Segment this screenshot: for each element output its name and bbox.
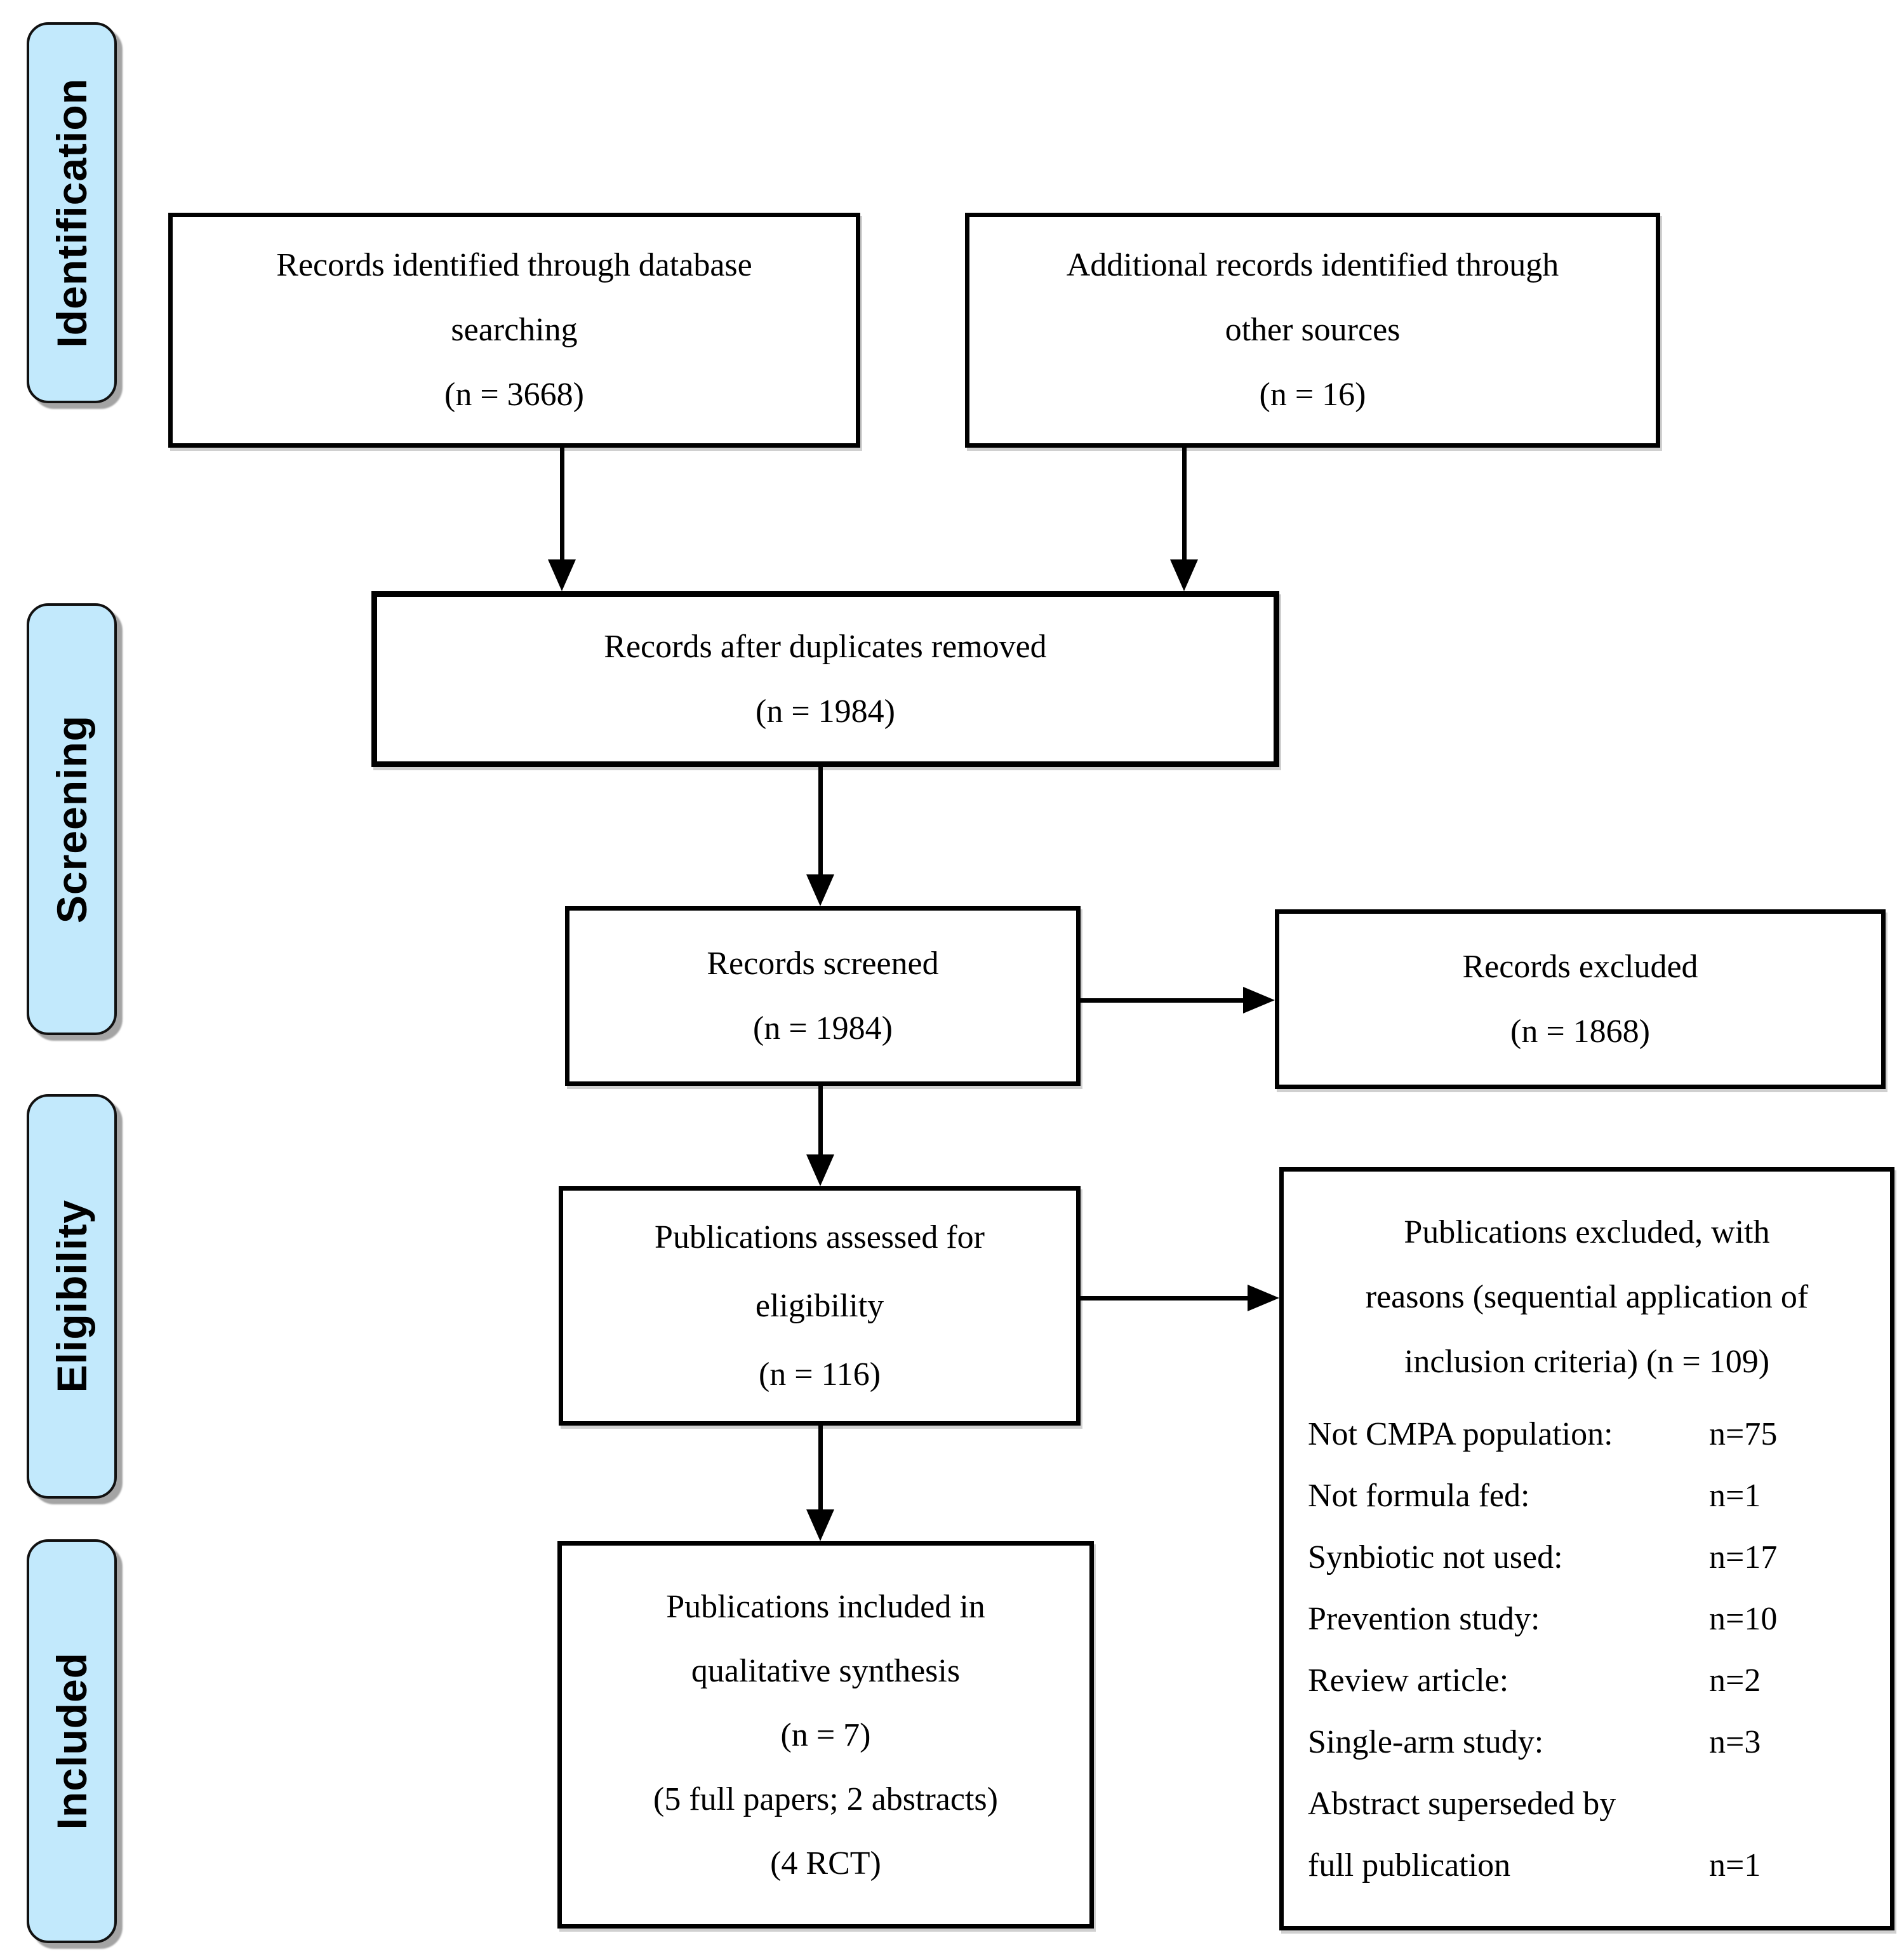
reason-row: Review article: n=2 xyxy=(1284,1650,1890,1711)
stage-included: Included xyxy=(27,1539,117,1943)
box-publications-assessed-count: (n = 116) xyxy=(758,1356,881,1393)
excluded-reasons-header-line1: Publications excluded, with xyxy=(1404,1214,1770,1250)
stage-screening: Screening xyxy=(27,603,117,1035)
reason-label: Not CMPA population: xyxy=(1308,1416,1613,1452)
box-records-database-search: Records identified through database sear… xyxy=(168,213,860,448)
box-publications-included-line1: Publications included in xyxy=(666,1588,985,1625)
excluded-reasons-list: Not CMPA population: n=75 Not formula fed… xyxy=(1284,1403,1890,1896)
box-records-database-search-line1: Records identified through database xyxy=(276,247,752,283)
arrow-assessed-to-included-line xyxy=(818,1426,823,1511)
arrow-other-to-duplicates-line xyxy=(1182,448,1187,561)
arrow-assessed-to-reasons-head xyxy=(1248,1285,1279,1311)
box-publications-included-line2: qualitative synthesis xyxy=(691,1652,961,1689)
reason-label: Review article: xyxy=(1308,1662,1509,1699)
box-duplicates-removed: Records after duplicates removed (n = 19… xyxy=(371,591,1279,767)
stage-identification-label: Identification xyxy=(48,77,95,348)
stage-screening-label: Screening xyxy=(48,714,95,924)
box-publications-included-detail2: (4 RCT) xyxy=(770,1845,881,1882)
reason-row: full publication n=1 xyxy=(1284,1835,1890,1896)
reason-label: Not formula fed: xyxy=(1308,1478,1530,1514)
box-duplicates-removed-line1: Records after duplicates removed xyxy=(604,628,1047,665)
arrow-duplicates-to-screened-head xyxy=(806,874,834,906)
box-additional-records-line1: Additional records identified through xyxy=(1066,247,1559,283)
reason-value xyxy=(1709,1773,1871,1835)
reason-value: n=17 xyxy=(1709,1539,1778,1575)
box-records-excluded-count: (n = 1868) xyxy=(1510,1013,1650,1050)
arrow-screened-to-assessed-line xyxy=(818,1086,823,1156)
reason-value: n=10 xyxy=(1709,1601,1778,1637)
box-records-database-search-count: (n = 3668) xyxy=(444,377,584,413)
reason-value: n=2 xyxy=(1709,1662,1761,1699)
box-additional-records: Additional records identified through ot… xyxy=(965,213,1660,448)
box-publications-assessed-line2: eligibility xyxy=(755,1287,884,1324)
box-records-screened-count: (n = 1984) xyxy=(753,1010,893,1046)
reason-row: Prevention study: n=10 xyxy=(1284,1588,1890,1650)
box-publications-excluded-reasons: Publications excluded, with reasons (seq… xyxy=(1279,1167,1894,1930)
box-publications-included-detail1: (5 full papers; 2 abstracts) xyxy=(653,1781,998,1817)
arrow-screened-to-assessed-head xyxy=(806,1154,834,1186)
stage-eligibility-label: Eligibility xyxy=(48,1200,95,1393)
reason-label: Prevention study: xyxy=(1308,1601,1540,1637)
stage-eligibility: Eligibility xyxy=(27,1094,117,1499)
stage-included-label: Included xyxy=(48,1652,95,1830)
arrow-assessed-to-reasons-line xyxy=(1081,1296,1249,1300)
reason-row: Not formula fed: n=1 xyxy=(1284,1465,1890,1527)
box-records-screened-line1: Records screened xyxy=(707,945,939,982)
stage-identification: Identification xyxy=(27,22,117,403)
box-records-excluded: Records excluded (n = 1868) xyxy=(1275,909,1886,1089)
box-publications-included-count: (n = 7) xyxy=(780,1716,871,1753)
arrow-db-to-duplicates-head xyxy=(548,559,576,591)
reason-label: full publication xyxy=(1308,1847,1511,1883)
reason-label: Abstract superseded by xyxy=(1308,1786,1616,1822)
reason-row: Single-arm study: n=3 xyxy=(1284,1711,1890,1773)
box-publications-assessed-line1: Publications assessed for xyxy=(655,1219,985,1255)
box-publications-assessed: Publications assessed for eligibility (n… xyxy=(559,1186,1081,1426)
box-additional-records-line2: other sources xyxy=(1225,312,1401,348)
reason-value: n=1 xyxy=(1709,1478,1761,1514)
excluded-reasons-header-line3: inclusion criteria) (n = 109) xyxy=(1404,1344,1770,1380)
box-duplicates-removed-count: (n = 1984) xyxy=(756,693,895,730)
reason-label: Synbiotic not used: xyxy=(1308,1539,1563,1575)
arrow-screened-to-excluded-line xyxy=(1081,998,1244,1003)
reason-row: Not CMPA population: n=75 xyxy=(1284,1403,1890,1465)
box-additional-records-count: (n = 16) xyxy=(1259,377,1366,413)
reason-value: n=3 xyxy=(1709,1724,1761,1760)
reason-row: Abstract superseded by xyxy=(1284,1773,1890,1835)
arrow-duplicates-to-screened-line xyxy=(818,767,823,876)
excluded-reasons-header: Publications excluded, with reasons (seq… xyxy=(1284,1200,1890,1394)
reason-row: Synbiotic not used: n=17 xyxy=(1284,1527,1890,1588)
box-records-database-search-line2: searching xyxy=(451,312,578,348)
arrow-other-to-duplicates-head xyxy=(1170,559,1198,591)
excluded-reasons-header-line2: reasons (sequential application of xyxy=(1365,1279,1809,1315)
arrow-screened-to-excluded-head xyxy=(1243,987,1275,1013)
box-records-excluded-line1: Records excluded xyxy=(1462,948,1698,985)
reason-label: Single-arm study: xyxy=(1308,1724,1544,1760)
reason-value: n=75 xyxy=(1709,1416,1778,1452)
arrow-assessed-to-included-head xyxy=(806,1509,834,1541)
arrow-db-to-duplicates-line xyxy=(560,448,564,561)
box-records-screened: Records screened (n = 1984) xyxy=(565,906,1081,1086)
reason-value: n=1 xyxy=(1709,1847,1761,1883)
box-publications-included: Publications included in qualitative syn… xyxy=(557,1541,1094,1929)
